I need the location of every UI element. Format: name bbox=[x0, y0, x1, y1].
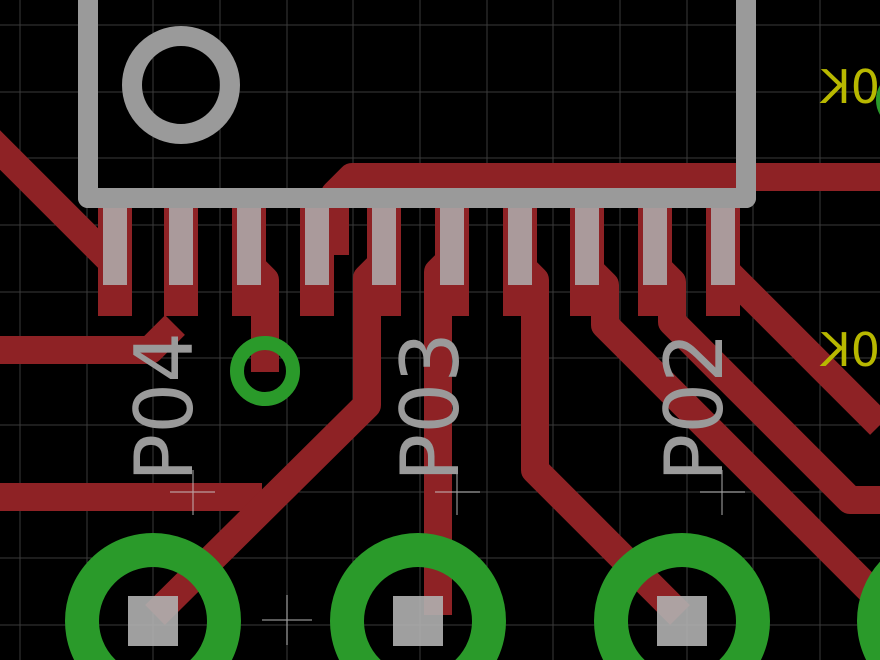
header-pad-p02 bbox=[594, 533, 770, 660]
small-via bbox=[230, 336, 300, 406]
smd-pad-overlay bbox=[103, 208, 735, 285]
label-p03: P03 bbox=[384, 332, 477, 482]
edge-labels: 0K 0K bbox=[819, 60, 880, 377]
header-pad-p04 bbox=[65, 533, 241, 660]
square-pads bbox=[128, 596, 707, 646]
pin-one-circle bbox=[122, 26, 240, 144]
trace-pin10 bbox=[710, 255, 880, 435]
edge-label-mid: 0K bbox=[819, 323, 880, 377]
header-pad-edge bbox=[857, 561, 880, 660]
trace-left-diagonal bbox=[0, 130, 125, 275]
crosshair-marks bbox=[170, 470, 745, 645]
ic-package-outline bbox=[78, 0, 756, 208]
via-pads bbox=[65, 85, 880, 660]
trace-top-bus bbox=[321, 163, 880, 255]
label-p02: P02 bbox=[648, 332, 741, 482]
trace-left-horizontal bbox=[0, 315, 185, 364]
edge-label-top: 0K bbox=[819, 60, 880, 114]
header-labels: P04 P03 P02 bbox=[118, 332, 741, 482]
label-p04: P04 bbox=[118, 332, 211, 482]
header-pad-p03 bbox=[330, 533, 506, 660]
